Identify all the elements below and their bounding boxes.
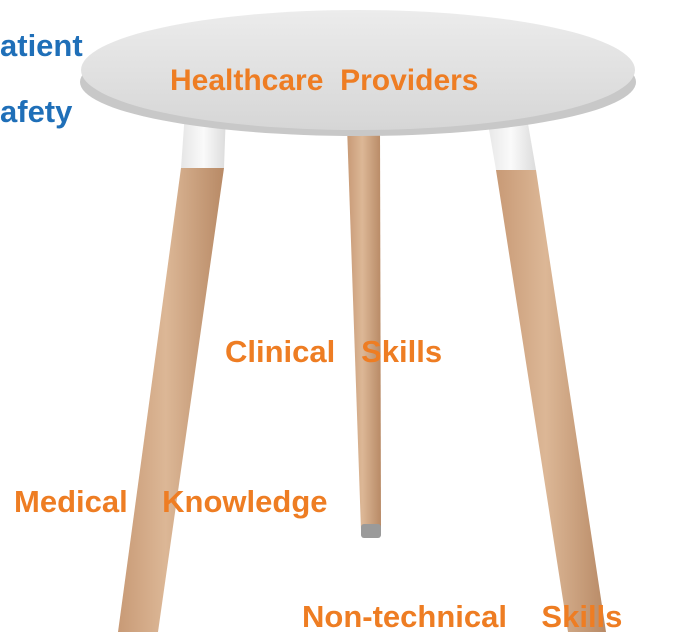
non-technical-skills-label: Non-technical Skills bbox=[302, 599, 623, 632]
tabletop bbox=[80, 10, 636, 136]
left-leg bbox=[118, 112, 226, 632]
title-line-patient: atient bbox=[0, 28, 83, 63]
medical-knowledge-label: Medical Knowledge bbox=[14, 484, 328, 519]
middle-leg bbox=[347, 126, 381, 538]
title-line-safety: afety bbox=[0, 94, 73, 129]
tabletop-label: Healthcare Providers bbox=[170, 64, 479, 97]
clinical-skills-label: Clinical Skills bbox=[225, 334, 443, 369]
right-leg bbox=[486, 112, 606, 632]
